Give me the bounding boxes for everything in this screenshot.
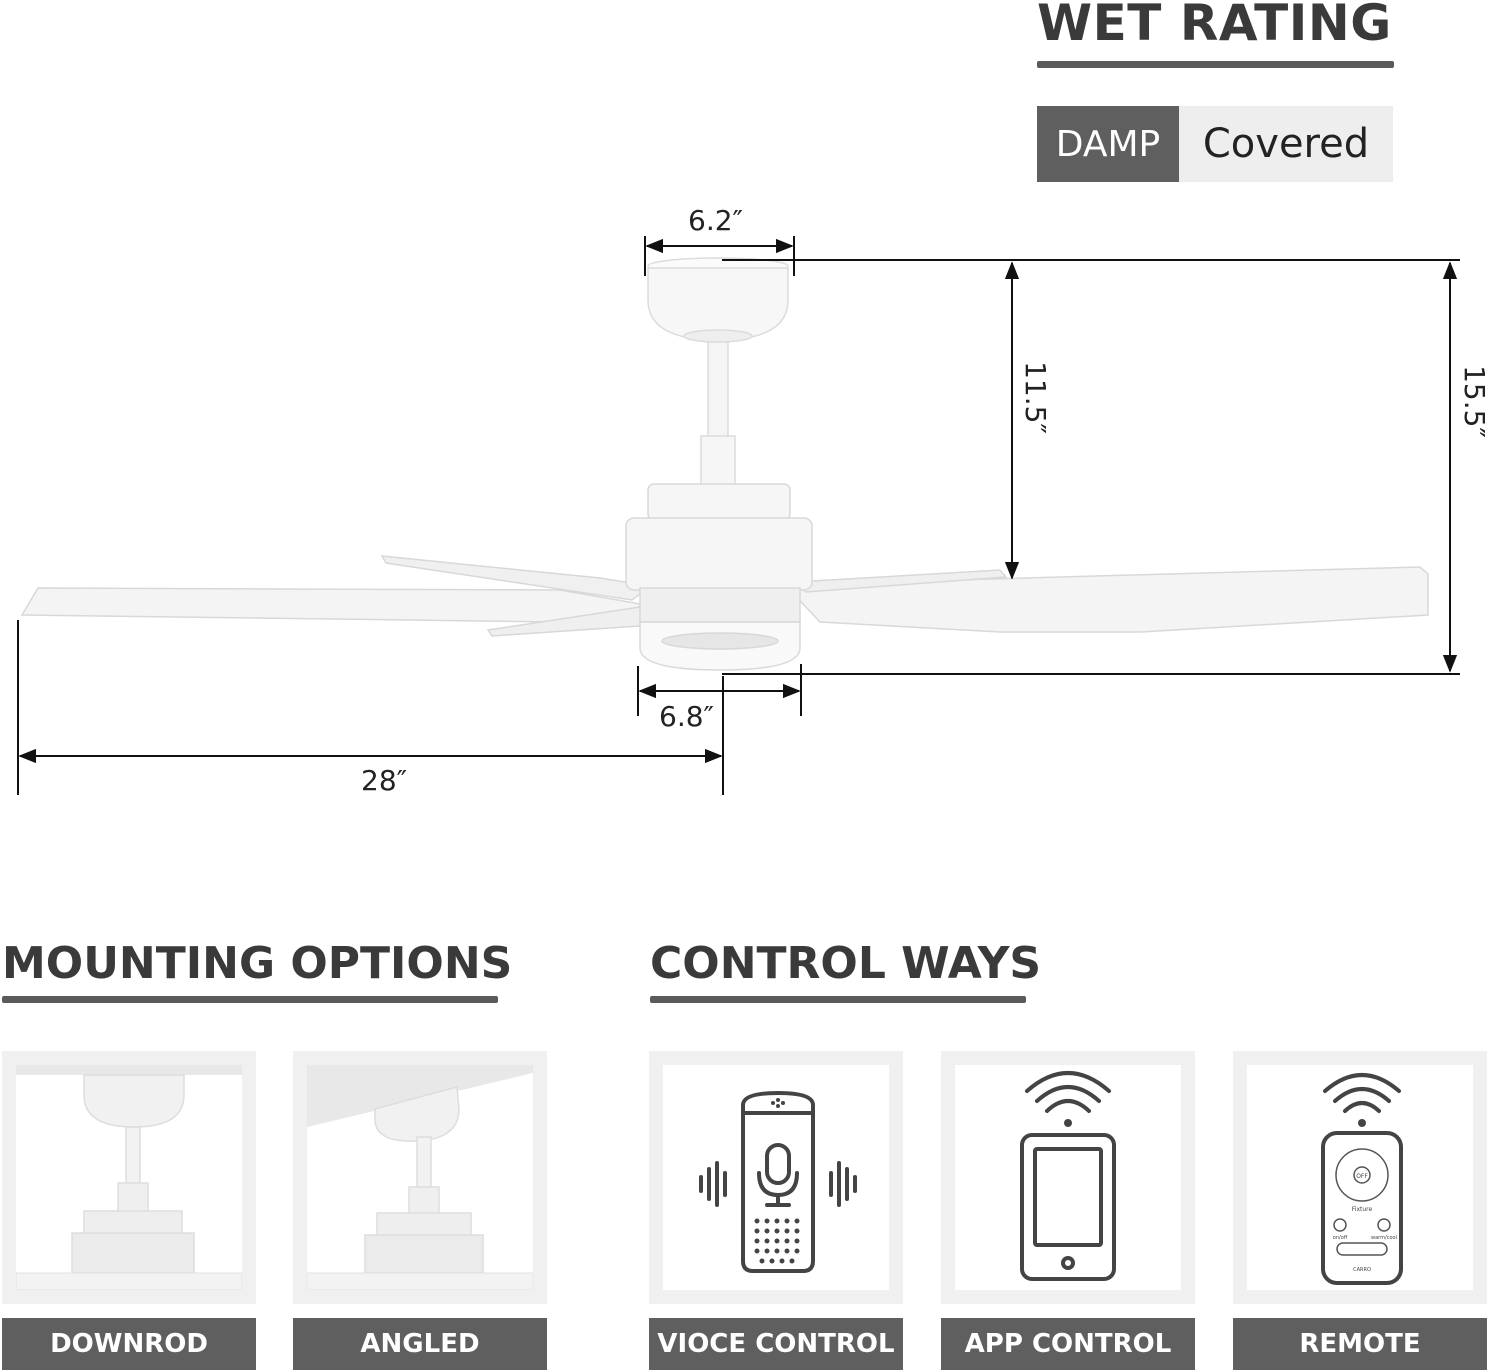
remote-off-text: OFF bbox=[1356, 1173, 1368, 1180]
downrod-illustration bbox=[16, 1065, 242, 1290]
remote-fixture-text: Fixture bbox=[1352, 1206, 1373, 1213]
dim-light-width: 6.8″ bbox=[659, 700, 714, 733]
downrod-mount-icon bbox=[16, 1065, 242, 1290]
mounting-options-title: MOUNTING OPTIONS bbox=[2, 938, 513, 989]
fan-light-kit bbox=[639, 621, 801, 671]
control-ways-underline bbox=[650, 996, 1026, 1003]
wet-rating-underline bbox=[1037, 61, 1394, 68]
mounting-options-underline bbox=[2, 996, 498, 1003]
control-label-remote: REMOTE bbox=[1233, 1318, 1487, 1370]
fan-blade-right bbox=[788, 566, 1429, 633]
smartphone-wifi-icon bbox=[1020, 1071, 1116, 1281]
mounting-card-downrod bbox=[2, 1051, 256, 1304]
control-label-voice: VIOCE CONTROL bbox=[649, 1318, 903, 1370]
mounting-label-downrod: DOWNROD bbox=[2, 1318, 256, 1370]
control-card-remote: OFF Fixture on/off warm/cool CARRO bbox=[1233, 1051, 1487, 1304]
fan-downrod bbox=[707, 341, 729, 443]
wet-rating-badge: DAMP Covered bbox=[1037, 106, 1393, 182]
control-ways-title: CONTROL WAYS bbox=[650, 938, 1042, 989]
dim-blade-radius: 28″ bbox=[361, 764, 408, 797]
wet-rating-title: WET RATING bbox=[1037, 0, 1392, 52]
control-card-voice bbox=[649, 1051, 903, 1304]
mounting-card-angled bbox=[293, 1051, 547, 1304]
control-card-app bbox=[941, 1051, 1195, 1304]
remote-warm-cool-text: warm/cool bbox=[1371, 1235, 1397, 1241]
smart-speaker-icon bbox=[699, 1090, 857, 1273]
dim-downrod-height: 11.5″ bbox=[1018, 361, 1052, 434]
wet-rating-damp: DAMP bbox=[1037, 106, 1179, 182]
wet-rating-covered: Covered bbox=[1179, 106, 1393, 182]
mounting-label-angled: ANGLED bbox=[293, 1318, 547, 1370]
angled-illustration bbox=[307, 1065, 533, 1290]
fan-motor-housing bbox=[625, 483, 813, 623]
remote-brand-text: CARRO bbox=[1353, 1267, 1371, 1273]
fan-dimension-diagram bbox=[17, 236, 1460, 795]
fan-blade-left bbox=[20, 587, 641, 623]
speaker-grille bbox=[754, 1218, 800, 1264]
dim-motor-top-width: 6.2″ bbox=[688, 204, 743, 237]
remote-on-off-text: on/off bbox=[1333, 1235, 1348, 1241]
dim-total-height: 15.5″ bbox=[1457, 365, 1491, 438]
control-label-app: APP CONTROL bbox=[941, 1318, 1195, 1370]
angled-mount-icon bbox=[307, 1065, 533, 1290]
fan-downrod-coupler bbox=[700, 435, 736, 489]
remote-control-icon: OFF Fixture on/off warm/cool CARRO bbox=[1321, 1073, 1403, 1285]
fan-canopy bbox=[647, 257, 789, 343]
